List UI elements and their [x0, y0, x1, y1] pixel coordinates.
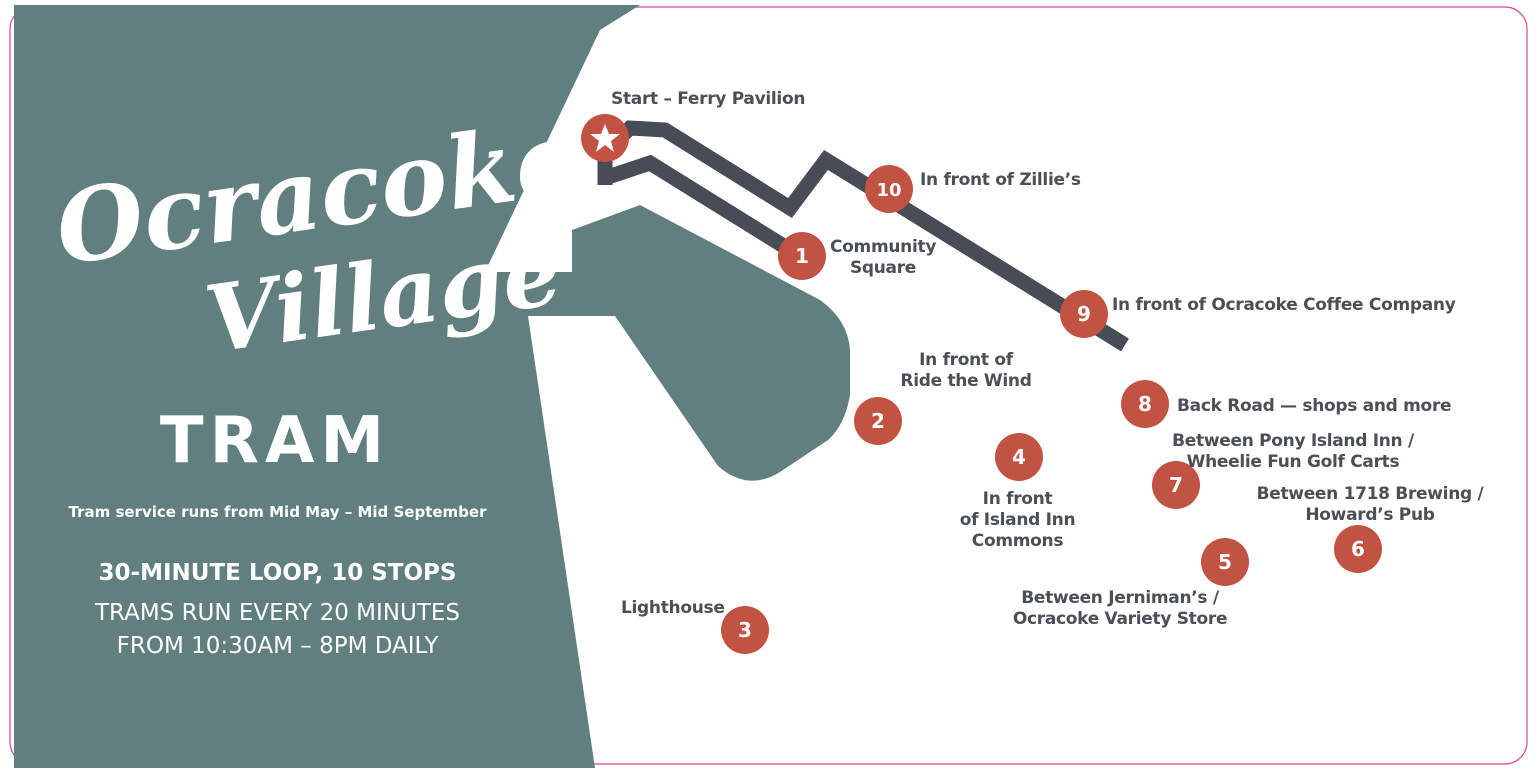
stop-label-1: Community Square: [830, 237, 937, 278]
stop-label-8: Back Road — shops and more: [1177, 396, 1452, 416]
stop-marker-2[interactable]: 2: [854, 397, 902, 445]
loop-text: 30-MINUTE LOOP, 10 STOPS: [98, 560, 457, 586]
stop-label-6: Between 1718 Brewing / Howard’s Pub: [1256, 484, 1484, 525]
left-panel: [14, 5, 850, 768]
stop-marker-10[interactable]: 10: [865, 165, 913, 213]
tram-subtitle: TRAM: [159, 404, 391, 478]
start-label: Start – Ferry Pavilion: [611, 89, 806, 109]
stop-marker-6[interactable]: 6: [1334, 525, 1382, 573]
stop-number: 3: [738, 618, 752, 642]
stop-label-7: Between Pony Island Inn / Wheelie Fun Go…: [1172, 431, 1414, 472]
stop-marker-1[interactable]: 1: [778, 232, 826, 280]
stop-label-2: In front of Ride the Wind: [900, 350, 1032, 391]
stop-number: 4: [1012, 445, 1026, 469]
stop-marker-7[interactable]: 7: [1152, 461, 1200, 509]
stop-number: 2: [871, 409, 885, 433]
frequency-line-2: FROM 10:30AM – 8PM DAILY: [116, 633, 439, 659]
stop-number: 9: [1077, 302, 1091, 326]
stop-number: 5: [1218, 550, 1232, 574]
stop-marker-4[interactable]: 4: [995, 433, 1043, 481]
stop-label-5: Between Jerniman’s / Ocracoke Variety St…: [1012, 588, 1228, 629]
route-inner: [602, 154, 794, 257]
stop-number: 10: [876, 180, 901, 201]
stop-marker-3[interactable]: 3: [721, 606, 769, 654]
stop-number: 6: [1351, 537, 1365, 561]
star-icon: [590, 124, 620, 152]
stop-label-9: In front of Ocracoke Coffee Company: [1112, 295, 1456, 315]
stop-label-3: Lighthouse: [621, 598, 725, 618]
stop-marker-9[interactable]: 9: [1060, 290, 1108, 338]
stop-label-4: In front of Island Inn Commons: [959, 489, 1076, 551]
start-marker[interactable]: [581, 114, 629, 162]
poster-border: [9, 6, 1528, 765]
stop-marker-8[interactable]: 8: [1121, 380, 1169, 428]
stop-number: 1: [795, 244, 809, 268]
stop-marker-5[interactable]: 5: [1201, 538, 1249, 586]
stop-label-10: In front of Zillie’s: [920, 170, 1081, 190]
stop-number: 8: [1138, 392, 1152, 416]
stop-number: 7: [1169, 473, 1183, 497]
season-text: Tram service runs from Mid May – Mid Sep…: [68, 503, 487, 521]
frequency-line-1: TRAMS RUN EVERY 20 MINUTES: [94, 600, 460, 626]
